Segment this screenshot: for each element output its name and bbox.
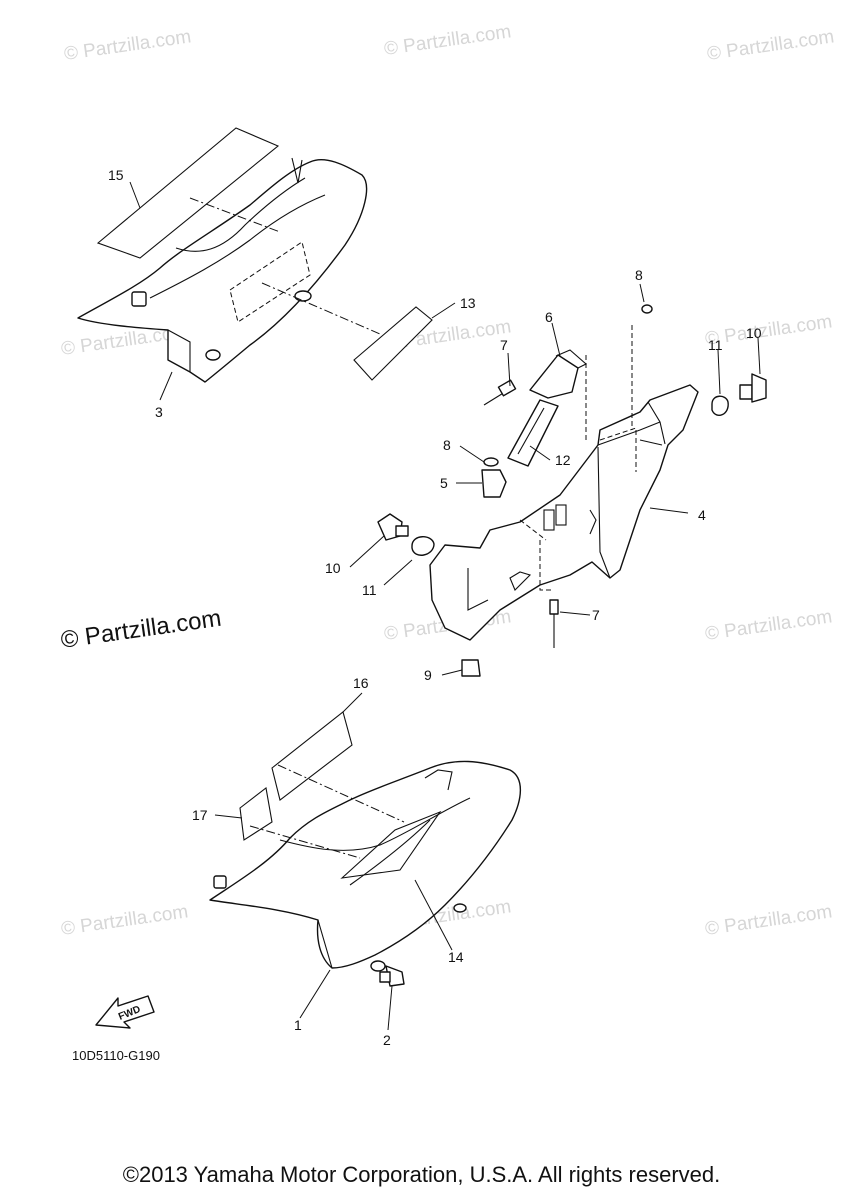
watermark: © Partzilla.com <box>383 21 513 60</box>
callout-10-left: 10 <box>325 560 341 576</box>
screw-2 <box>379 965 405 987</box>
callout-8-upper: 8 <box>635 267 643 283</box>
callout-15: 15 <box>108 167 124 183</box>
callout-5: 5 <box>440 475 448 491</box>
upper-side-cover <box>77 127 433 383</box>
bracket-4-body <box>429 384 699 641</box>
decal-13 <box>353 306 433 381</box>
watermark: © Partzilla.com <box>706 26 836 65</box>
side-cover-bracket <box>429 325 699 641</box>
watermark: © Partzilla.com <box>704 901 834 940</box>
callout-7-lower: 7 <box>592 607 600 623</box>
leader-lines <box>129 181 761 1031</box>
callout-3: 3 <box>155 404 163 420</box>
bolt-10-left <box>377 513 409 541</box>
callout-17: 17 <box>192 807 208 823</box>
callout-2: 2 <box>383 1032 391 1048</box>
callout-16: 16 <box>353 675 369 691</box>
watermark: © Partzilla.com <box>63 26 193 65</box>
grommet-11-left <box>411 536 435 556</box>
callout-10-right: 10 <box>746 325 762 341</box>
callout-11-left: 11 <box>362 582 377 598</box>
callout-12: 12 <box>555 452 571 468</box>
callout-13: 13 <box>460 295 476 311</box>
washer-8-lower <box>483 457 499 467</box>
decal-17 <box>239 787 273 841</box>
callouts: 15 3 13 7 6 8 11 10 8 12 5 4 10 11 7 9 1… <box>108 167 762 1048</box>
washer-8-upper <box>641 304 653 314</box>
copyright-notice: ©2013 Yamaha Motor Corporation, U.S.A. A… <box>122 1162 721 1187</box>
hole-3 <box>205 349 221 361</box>
rivet-7-upper <box>483 379 517 406</box>
grommet-3 <box>294 290 312 302</box>
callout-9: 9 <box>424 667 432 683</box>
bracket-6 <box>529 349 587 399</box>
diagram-code: 10D5110-G190 <box>72 1048 160 1063</box>
lower-side-cover <box>209 711 522 972</box>
band-12 <box>507 399 559 467</box>
watermark-main: © Partzilla.com <box>59 605 223 654</box>
fwd-arrow-icon: FWD <box>95 995 155 1029</box>
rivet-7-lower <box>549 599 559 648</box>
watermark: © Partzilla.com <box>704 606 834 645</box>
bolt-10-right <box>739 373 767 403</box>
callout-6: 6 <box>545 309 553 325</box>
callout-14: 14 <box>448 949 464 965</box>
callout-7-upper: 7 <box>500 337 508 353</box>
callout-1: 1 <box>294 1017 302 1033</box>
cover-3-body <box>77 158 368 383</box>
clip-3a <box>131 291 147 307</box>
clip-5 <box>481 469 507 498</box>
watermark: © Partzilla.com <box>60 901 190 940</box>
callout-4: 4 <box>698 507 706 523</box>
watermark: © Partzilla.com <box>704 311 834 350</box>
callout-8-lower: 8 <box>443 437 451 453</box>
decal-15 <box>96 127 280 259</box>
grommet-11-right <box>711 395 729 416</box>
callout-11-right: 11 <box>708 337 723 353</box>
damper-9 <box>461 659 481 677</box>
cover-1-body <box>209 760 522 969</box>
decal-16 <box>271 711 353 801</box>
